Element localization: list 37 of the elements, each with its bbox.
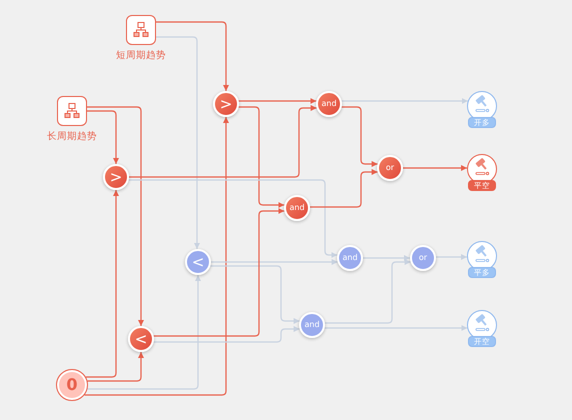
connector-arrow [87, 110, 119, 164]
connector-arrow [238, 106, 284, 208]
connector-arrow [324, 259, 411, 324]
connector-arrow [129, 105, 317, 178]
connector-arrow [363, 255, 410, 261]
operator-circle: and [337, 245, 363, 271]
connector-arrow [156, 36, 200, 250]
operator-circle: or [410, 245, 436, 271]
operator-circle: and [299, 312, 325, 338]
connector-arrow [238, 98, 316, 104]
operator-circle: or [377, 155, 403, 181]
operator-circle: > [213, 91, 239, 117]
operator-circle: < [128, 326, 154, 352]
connector-arrow [156, 21, 229, 91]
connector-arrow [342, 98, 468, 104]
operator-circle: and [316, 91, 342, 117]
connector-arrow [87, 106, 144, 326]
operator-circle: > [103, 164, 129, 190]
connector-arrow [210, 265, 300, 324]
connector-arrow [88, 275, 201, 390]
operator-circle: < [185, 249, 211, 275]
connector-arrow [154, 208, 284, 337]
connector-arrow [86, 190, 119, 378]
connector-arrow [324, 325, 468, 331]
connector-arrow [403, 165, 468, 171]
connector-arrow [154, 326, 300, 343]
node-label: 长周期趋势 [46, 130, 98, 143]
connector-arrow [436, 254, 468, 260]
connector-arrow [211, 259, 338, 265]
value-circle: 0 [56, 369, 88, 401]
node-label: 短周期趋势 [115, 49, 167, 62]
connector-arrow [128, 179, 338, 258]
operator-circle: and [284, 195, 310, 221]
connector-arrow [342, 106, 378, 167]
connector-arrow [88, 352, 144, 382]
connector-arrow [310, 169, 378, 208]
connector-arrow [84, 117, 229, 396]
